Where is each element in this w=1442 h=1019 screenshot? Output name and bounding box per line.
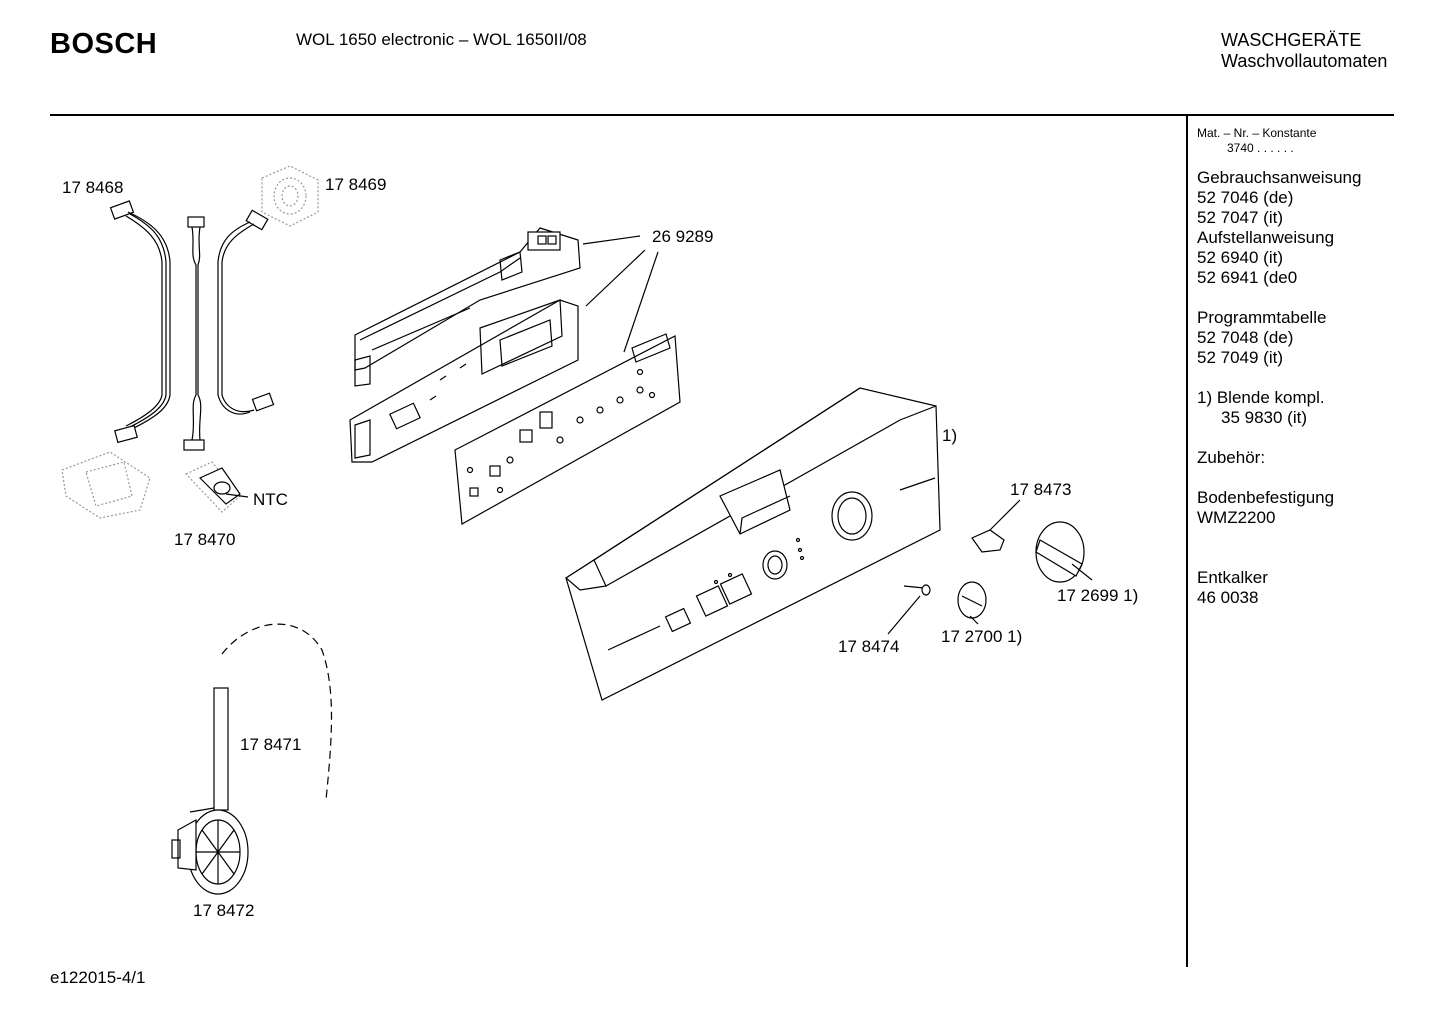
blende-value: 35 9830 (it): [1221, 408, 1307, 427]
part-label-269289: 26 9289: [652, 227, 714, 246]
control-panel-fascia: [564, 387, 941, 701]
control-module-housing-top: [354, 227, 581, 387]
cable-harness-right: [217, 209, 275, 415]
aufstell-title: Aufstellanweisung: [1197, 228, 1335, 247]
category-title: WASCHGERÄTE: [1221, 30, 1362, 50]
part-label-172700: 17 2700 1): [941, 627, 1023, 646]
category-subtitle: Waschvollautomaten: [1221, 51, 1388, 71]
mat-nr-label: Mat. – Nr. – Konstante: [1197, 126, 1317, 140]
entkalker-value: 46 0038: [1197, 588, 1259, 607]
document-code: e122015-4/1: [50, 968, 146, 987]
entkalker-title: Entkalker: [1197, 568, 1268, 587]
part-label-178471: 17 8471: [240, 735, 302, 754]
mat-nr-value: 3740 . . . . . .: [1227, 141, 1294, 155]
ntc-sensor: [198, 467, 249, 505]
brand-logo: BOSCH: [50, 28, 158, 60]
part-label-178468: 17 8468: [62, 178, 124, 197]
temperature-knob: [957, 581, 987, 625]
part-label-ntc: NTC: [253, 490, 288, 509]
pressure-switch: [171, 807, 249, 895]
leader-9289-a: [582, 235, 641, 245]
cable-harness-center: [183, 216, 205, 451]
documentation-sidebar: Mat. – Nr. – Konstante 3740 . . . . . . …: [1197, 126, 1361, 608]
boden-title: Bodenbefestigung: [1197, 488, 1335, 507]
part-label-172699: 17 2699 1): [1057, 586, 1139, 605]
model-title: WOL 1650 electronic – WOL 1650II/08: [296, 30, 587, 49]
gebrauch-de: 52 7046 (de): [1197, 188, 1294, 207]
leader-9289-b: [585, 249, 646, 307]
part-label-178470: 17 8470: [174, 530, 236, 549]
part-label-178473: 17 8473: [1010, 480, 1072, 499]
blende-title: 1) Blende kompl.: [1197, 388, 1325, 407]
part-label-178469: 17 8469: [325, 175, 387, 194]
programme-knob: [1035, 521, 1093, 583]
part-label-note-1: 1): [942, 426, 958, 445]
circuit-board: [454, 333, 681, 525]
header-divider: [50, 114, 1394, 116]
gebrauch-it: 52 7047 (it): [1197, 208, 1283, 227]
zubehoer-title: Zubehör:: [1197, 448, 1266, 467]
part-label-178472: 17 8472: [193, 901, 255, 920]
aufstell-it: 52 6940 (it): [1197, 248, 1283, 267]
sidebar-divider: [1186, 115, 1188, 967]
part-label-178474: 17 8474: [838, 637, 900, 656]
boden-value: WMZ2200: [1197, 508, 1276, 527]
knob-small-part: [971, 499, 1021, 553]
pressure-hose: [213, 623, 333, 811]
leader-9289-c: [623, 251, 659, 353]
indicator-lens: [887, 584, 931, 635]
cable-harness-left: [109, 200, 171, 444]
control-module-housing-bottom: [349, 299, 579, 463]
programm-title: Programmtabelle: [1197, 308, 1327, 327]
programm-it: 52 7049 (it): [1197, 348, 1283, 367]
aufstell-de: 52 6941 (de0: [1197, 268, 1298, 287]
programm-de: 52 7048 (de): [1197, 328, 1294, 347]
gebrauch-title: Gebrauchsanweisung: [1197, 168, 1362, 187]
